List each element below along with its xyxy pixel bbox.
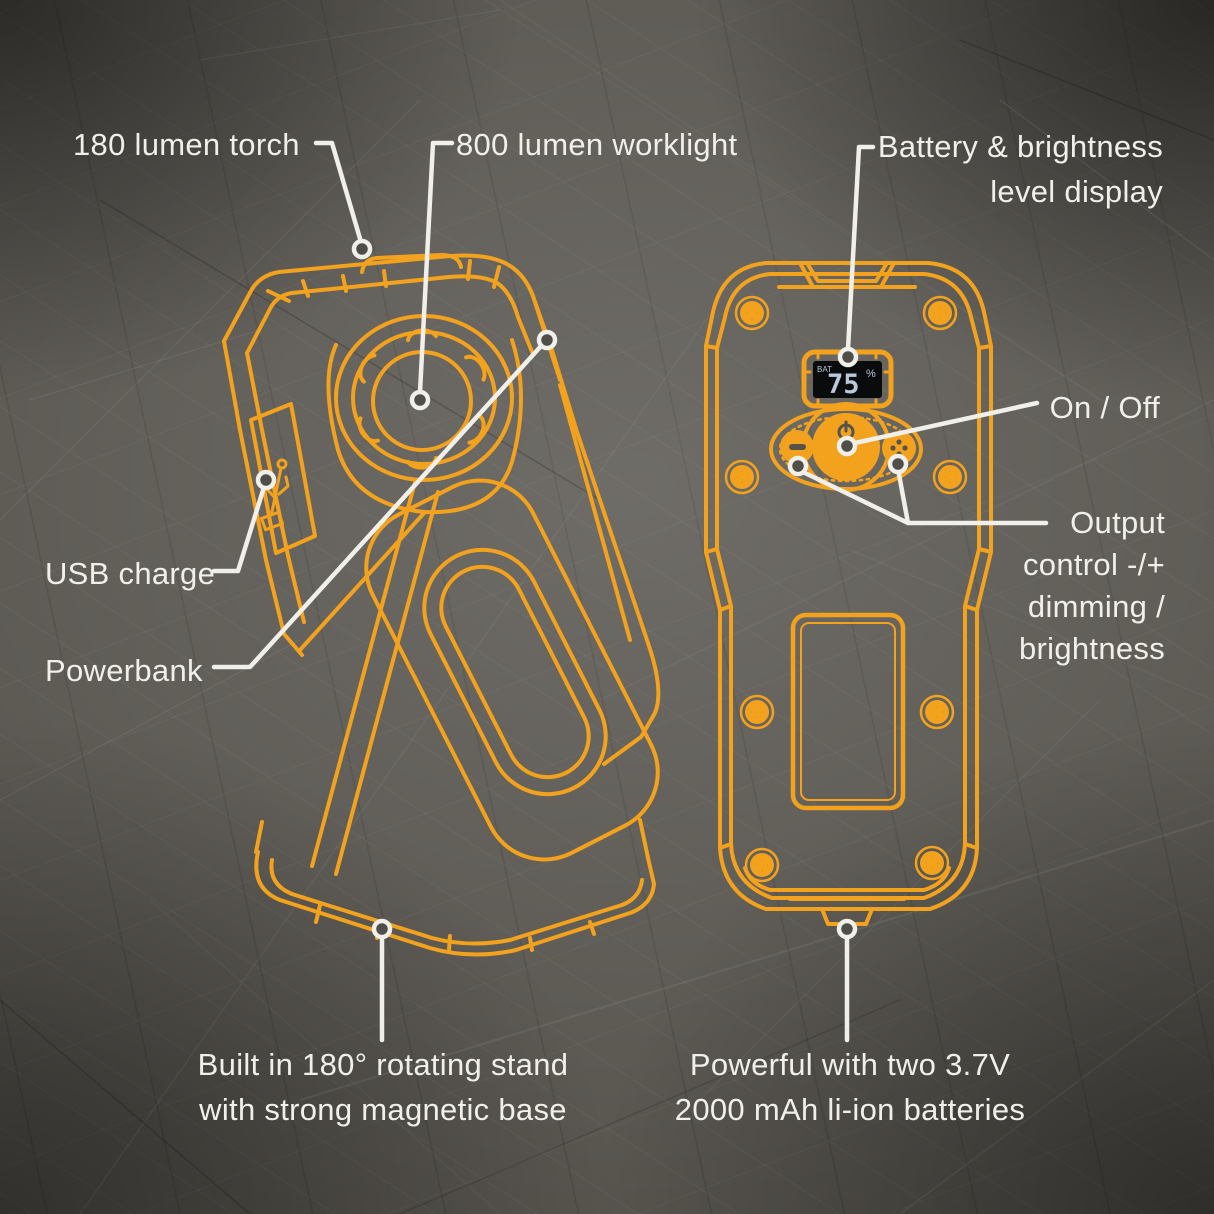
callout-line: dimming / xyxy=(1027,589,1165,624)
callout-line: Battery & brightness xyxy=(877,129,1163,164)
leader-powerbank xyxy=(211,342,545,670)
lcd-value: 75 xyxy=(827,369,860,400)
callout-on-off: On / Off xyxy=(1049,390,1160,425)
leader-usb xyxy=(211,484,267,574)
battery-door xyxy=(790,612,906,811)
callout-line: brightness xyxy=(1018,631,1165,666)
battery-level-display: BAT 75 % xyxy=(801,349,894,409)
callout-stand: Built in 180° rotating stand with strong… xyxy=(103,1042,663,1132)
lcd-bat-label: BAT xyxy=(817,365,832,374)
callout-batteries: Powerful with two 3.7V 2000 mAh li-ion b… xyxy=(570,1042,1130,1132)
leader-torch xyxy=(313,140,364,245)
callout-powerbank: Powerbank xyxy=(45,653,203,688)
dim-plus-button xyxy=(882,431,916,465)
lcd-percent: % xyxy=(866,368,876,380)
usb-panel xyxy=(249,402,317,555)
callout-torch: 180 lumen torch xyxy=(73,127,300,162)
callout-line: 2000 mAh li-ion batteries xyxy=(674,1092,1026,1127)
leader-on-off xyxy=(852,400,1040,446)
callout-line: with strong magnetic base xyxy=(199,1092,567,1127)
callout-usb: USB charge xyxy=(45,556,216,591)
torch-notch xyxy=(360,253,463,274)
callout-line: Powerful with two 3.7V xyxy=(689,1047,1011,1082)
callout-line: level display xyxy=(990,174,1163,209)
callout-line: Output xyxy=(1070,505,1165,540)
stand-plate xyxy=(310,478,660,876)
back-view-illustration: BAT 75 % xyxy=(704,261,993,926)
callout-worklight: 800 lumen worklight xyxy=(456,127,738,162)
front-view-illustration xyxy=(222,253,661,957)
minus-icon xyxy=(789,444,806,450)
callout-line: control -/+ xyxy=(1023,547,1165,582)
leader-output-plus xyxy=(895,466,911,526)
callout-output: Output control -/+ dimming / brightness xyxy=(1019,502,1165,670)
leader-display xyxy=(845,144,876,352)
callout-battery-display: Battery & brightness level display xyxy=(878,124,1163,214)
callout-line: Built in 180° rotating stand xyxy=(197,1047,569,1082)
magnetic-base xyxy=(254,818,656,957)
leader-worklight xyxy=(417,140,455,395)
leader-lines xyxy=(211,140,1049,1043)
